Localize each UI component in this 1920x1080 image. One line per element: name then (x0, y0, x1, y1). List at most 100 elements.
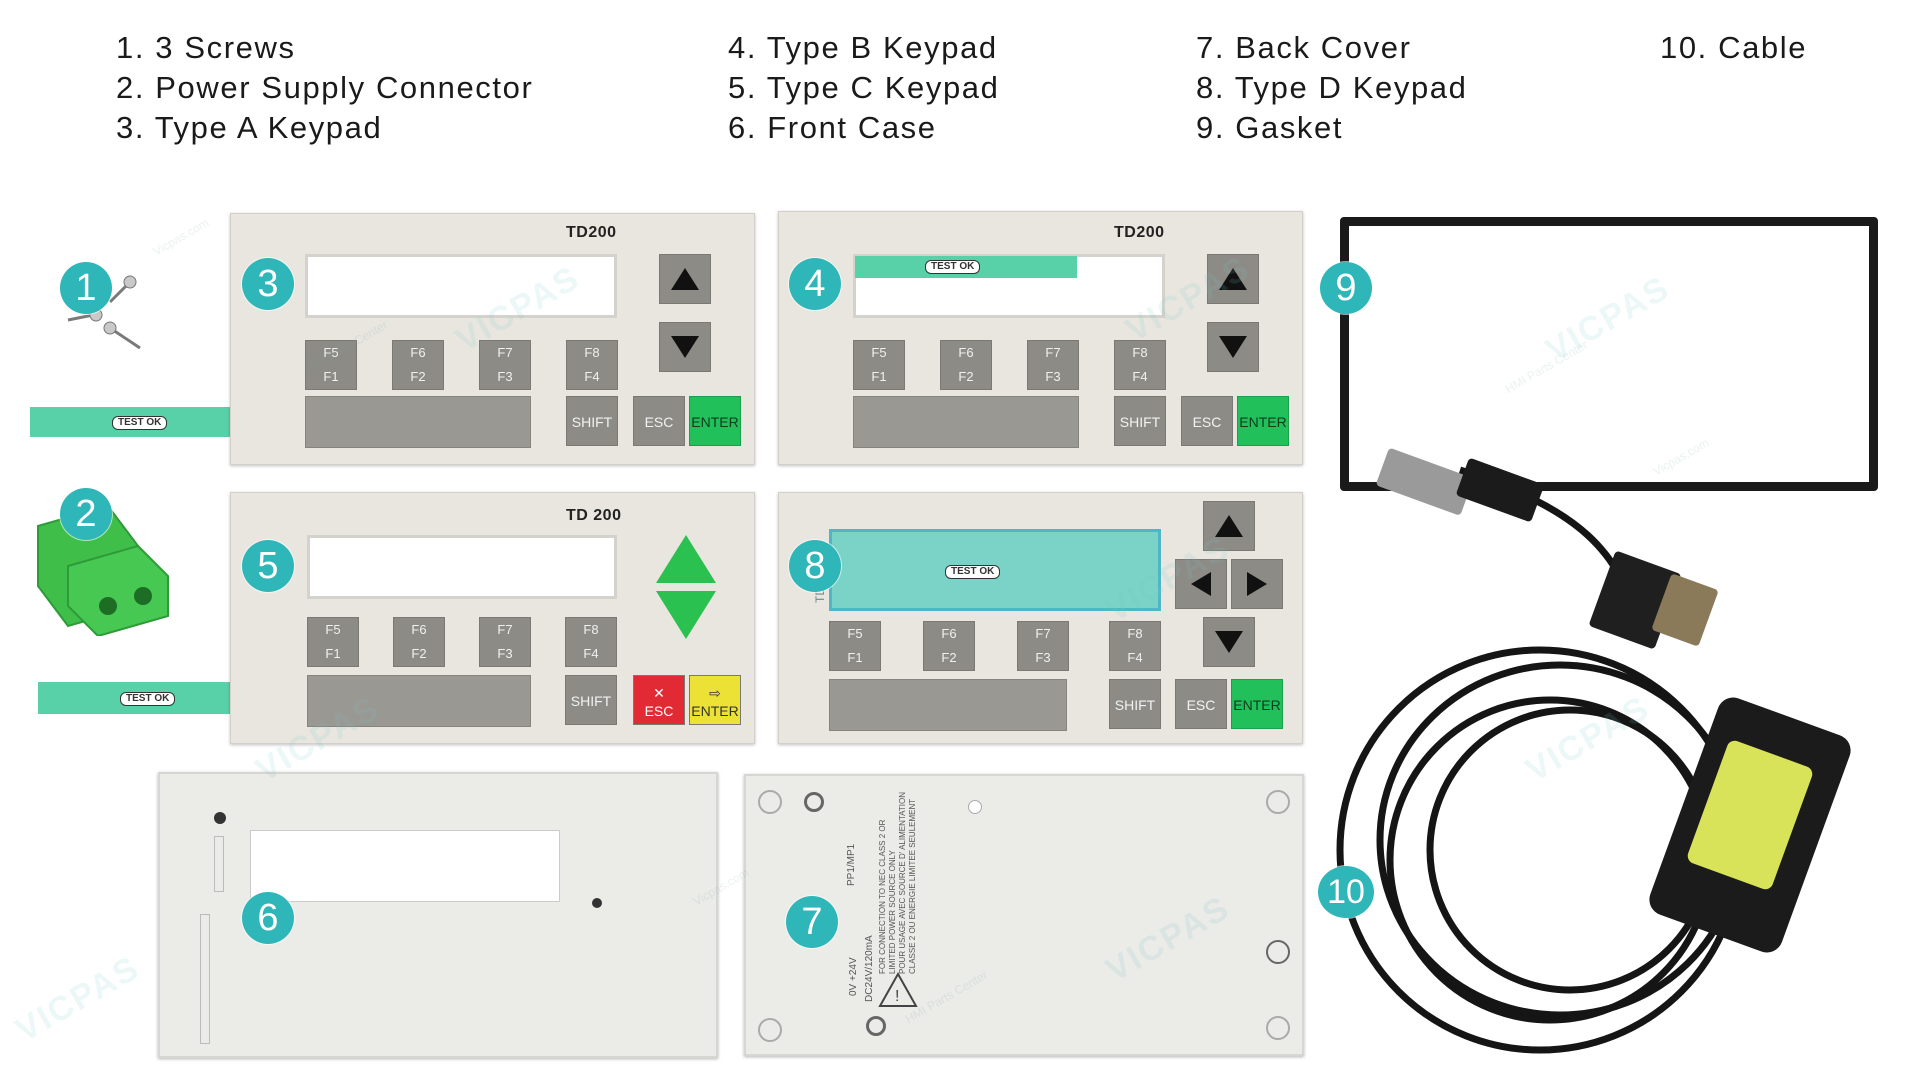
esc-key[interactable]: ESC (633, 396, 685, 446)
key-label: F3 (497, 646, 513, 661)
shift-key[interactable]: SHIFT (565, 675, 617, 725)
label-strip (829, 679, 1067, 731)
up-arrow-icon (1219, 268, 1247, 290)
key-label: F4 (1132, 369, 1148, 384)
enter-key[interactable]: ⇨ ENTER (689, 675, 741, 725)
cover-hole (1266, 1016, 1290, 1040)
key-label: F2 (410, 369, 426, 384)
legend-column-4: 10. Cable (1660, 28, 1807, 68)
legend-item: 10. Cable (1660, 30, 1808, 65)
right-arrow-icon (1247, 572, 1267, 596)
legend-item: 2. Power Supply Connector (116, 70, 534, 105)
badge-5: 5 (242, 540, 294, 592)
key-label: F1 (323, 369, 339, 384)
shift-key[interactable]: SHIFT (1114, 396, 1166, 446)
notice-text: POUR USAGE AVEC SOURCE D' ALIMENTATION (898, 791, 907, 974)
ribbon-test-label: TEST OK (112, 416, 168, 430)
key-label: F7 (1035, 626, 1051, 641)
enter-key[interactable]: ENTER (689, 396, 741, 446)
down-arrow-icon (1215, 631, 1243, 653)
up-arrow-key[interactable] (659, 254, 711, 304)
badge-7: 7 (786, 896, 838, 948)
key-label: ENTER (691, 703, 739, 719)
up-arrow-key[interactable] (1203, 501, 1255, 551)
enter-key[interactable]: ENTER (1237, 396, 1289, 446)
cover-hole (866, 1016, 886, 1036)
down-arrow-key[interactable] (1207, 322, 1259, 372)
shift-key[interactable]: SHIFT (1109, 679, 1161, 729)
up-arrow-icon[interactable] (656, 535, 716, 585)
up-arrow-key[interactable] (1207, 254, 1259, 304)
case-slot (200, 914, 210, 1044)
ribbon-test-label: TEST OK (925, 260, 981, 274)
cover-hole (804, 792, 824, 812)
right-arrow-key[interactable] (1231, 559, 1283, 609)
enter-icon: ⇨ (709, 685, 721, 701)
left-arrow-icon (1191, 572, 1211, 596)
key-label: F6 (958, 345, 974, 360)
esc-key[interactable]: ESC (1181, 396, 1233, 446)
down-arrow-icon[interactable] (656, 589, 716, 639)
down-arrow-icon (1219, 336, 1247, 358)
esc-icon: ✕ (653, 685, 665, 701)
key-label: F8 (583, 622, 599, 637)
key-label: F4 (583, 646, 599, 661)
legend-item: 7. Back Cover (1196, 30, 1412, 65)
key-label: F6 (411, 622, 427, 637)
watermark: VICPAS (9, 948, 147, 1050)
watermark-site: Vicpas.com (150, 215, 212, 259)
up-arrow-icon (1215, 515, 1243, 537)
panel-title: TD200 (1114, 224, 1165, 241)
legend-item: 4. Type B Keypad (728, 30, 998, 65)
case-slot (214, 836, 224, 892)
display-window (305, 254, 617, 318)
key-label: F8 (1127, 626, 1143, 641)
up-arrow-icon (671, 268, 699, 290)
badge-8: 8 (789, 540, 841, 592)
cover-hole (968, 800, 982, 814)
legend-item: 5. Type C Keypad (728, 70, 1000, 105)
legend-item: 3. Type A Keypad (116, 110, 383, 145)
enter-key[interactable]: ENTER (1231, 679, 1283, 729)
screws-image (67, 275, 141, 350)
down-arrow-key[interactable] (1203, 617, 1255, 667)
case-hole (592, 898, 602, 908)
key-label: F4 (1127, 650, 1143, 665)
key-label: F2 (411, 646, 427, 661)
back-cover: PP1/MP1 0V +24V DC24V/120mA FOR CONNECTI… (744, 774, 1304, 1056)
key-label: F4 (584, 369, 600, 384)
esc-key[interactable]: ESC (1175, 679, 1227, 729)
shift-key[interactable]: SHIFT (566, 396, 618, 446)
left-arrow-key[interactable] (1175, 559, 1227, 609)
key-label: F5 (323, 345, 339, 360)
notice-text: CLASSE 2 OU ENERGIE LIMITEE SEULEMENT (908, 798, 917, 974)
esc-key[interactable]: ✕ESC (633, 675, 685, 725)
legend-column-3: 7. Back Cover 8. Type D Keypad 9. Gasket (1196, 28, 1467, 148)
panel-title: TD200 (566, 224, 617, 241)
notice-text: LIMITED POWER SOURCE ONLY (888, 850, 897, 974)
cover-hole (758, 1018, 782, 1042)
down-arrow-key[interactable] (659, 322, 711, 372)
panel-title: TD 200 (566, 507, 622, 524)
warning-icon: ! (878, 972, 918, 1007)
label-strip (853, 396, 1079, 448)
